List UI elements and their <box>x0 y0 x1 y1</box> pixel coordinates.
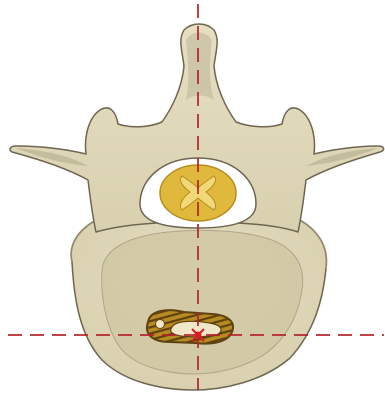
vertebra-illustration <box>0 0 385 393</box>
diagram-stage <box>0 0 385 393</box>
